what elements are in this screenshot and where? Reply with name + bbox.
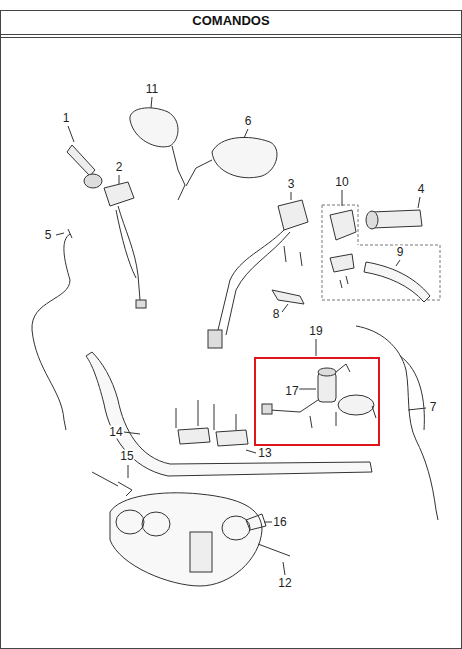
callout-number: 9 — [396, 246, 405, 259]
callout-number: 14 — [108, 426, 123, 439]
callout-number: 1 — [62, 112, 71, 125]
callout-number: 8 — [272, 308, 281, 321]
callout-number: 13 — [257, 447, 272, 460]
callout-number: 17 — [284, 385, 299, 398]
callout-number: 12 — [277, 577, 292, 590]
page-title: COMANDOS — [0, 13, 462, 28]
callout-number: 15 — [119, 450, 134, 463]
callout-number: 5 — [44, 229, 53, 242]
callout-number: 10 — [334, 176, 349, 189]
callout-number: 3 — [287, 178, 296, 191]
callout-number: 6 — [244, 115, 253, 128]
callout-number: 2 — [115, 161, 124, 174]
callout-number: 7 — [429, 401, 438, 414]
callout-number: 4 — [417, 183, 426, 196]
callout-number: 11 — [145, 83, 159, 96]
highlight-box: 17 — [254, 357, 380, 446]
callout-number: 19 — [308, 325, 323, 338]
callout-number: 16 — [272, 516, 287, 529]
